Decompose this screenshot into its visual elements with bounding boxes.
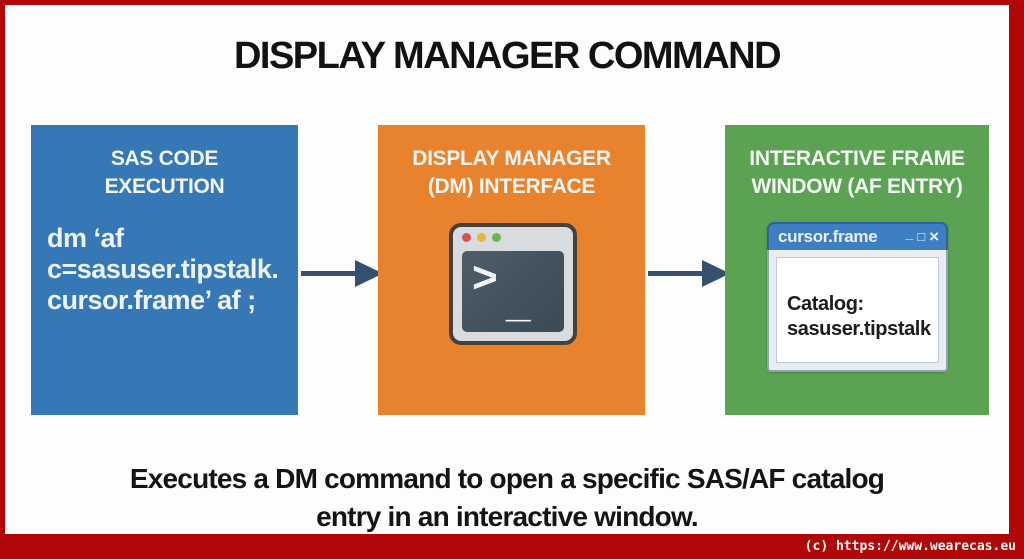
code-line: dm ‘af	[47, 223, 124, 253]
window-body: Catalog: sasuser.tipstalk	[767, 250, 948, 372]
minimize-icon: _	[905, 225, 914, 241]
heading-line: INTERACTIVE FRAME	[749, 147, 965, 170]
sas-code-execution-box: SAS CODE EXECUTION dm ‘af c=sasuser.tips…	[31, 125, 298, 415]
code-line: cursor.frame’ af ;	[47, 285, 256, 315]
af-entry-box: INTERACTIVE FRAME WINDOW (AF ENTRY) curs…	[725, 125, 989, 415]
window-content: Catalog: sasuser.tipstalk	[776, 257, 939, 363]
heading-line: SAS CODE	[110, 147, 219, 170]
page-title: DISPLAY MANAGER COMMAND	[233, 35, 782, 77]
sas-code-snippet: dm ‘af c=sasuser.tipstalk. cursor.frame’…	[47, 223, 292, 316]
yellow-dot-icon	[477, 233, 486, 242]
bottom-bar: (c) https://www.wearecas.eu	[0, 534, 1024, 559]
diagram-canvas: DISPLAY MANAGER COMMAND SAS CODE EXECUTI…	[5, 5, 1009, 534]
window-title: cursor.frame	[778, 227, 878, 246]
watermark-text: (c) https://www.wearecas.eu	[804, 539, 1016, 554]
dm-interface-box: DISPLAY MANAGER (DM) INTERFACE > _	[378, 125, 645, 415]
caption-line: entry in an interactive window.	[316, 501, 699, 532]
catalog-value: sasuser.tipstalk	[787, 318, 931, 340]
flow-arrow-1	[301, 260, 383, 287]
dm-interface-box-heading: DISPLAY MANAGER (DM) INTERFACE	[378, 125, 645, 201]
heading-line: EXECUTION	[104, 175, 225, 198]
terminal-window-dots	[462, 233, 501, 242]
window-titlebar: cursor.frame _ □ ×	[767, 222, 948, 250]
red-dot-icon	[462, 233, 471, 242]
flow-arrow-2	[648, 260, 730, 287]
maximize-icon: □	[917, 229, 926, 244]
code-line: c=sasuser.tipstalk.	[47, 254, 279, 284]
cursor-frame-window: cursor.frame _ □ × Catalog: sasuser.tips…	[767, 222, 948, 372]
caption: Executes a DM command to open a specific…	[5, 460, 1009, 536]
green-dot-icon	[492, 233, 501, 242]
heading-line: WINDOW (AF ENTRY)	[751, 175, 963, 198]
af-entry-box-heading: INTERACTIVE FRAME WINDOW (AF ENTRY)	[725, 125, 989, 201]
heading-line: (DM) INTERFACE	[427, 175, 596, 198]
catalog-label: Catalog:	[787, 293, 864, 315]
terminal-icon: > _	[449, 223, 577, 345]
prompt-cursor-icon: _	[506, 277, 531, 326]
close-icon: ×	[929, 227, 939, 246]
prompt-chevron-icon: >	[472, 253, 498, 302]
terminal-screen: > _	[462, 251, 564, 332]
window-controls: _ □ ×	[905, 226, 939, 246]
sas-code-box-heading: SAS CODE EXECUTION	[31, 125, 298, 201]
caption-line: Executes a DM command to open a specific…	[129, 463, 885, 494]
heading-line: DISPLAY MANAGER	[412, 147, 611, 170]
